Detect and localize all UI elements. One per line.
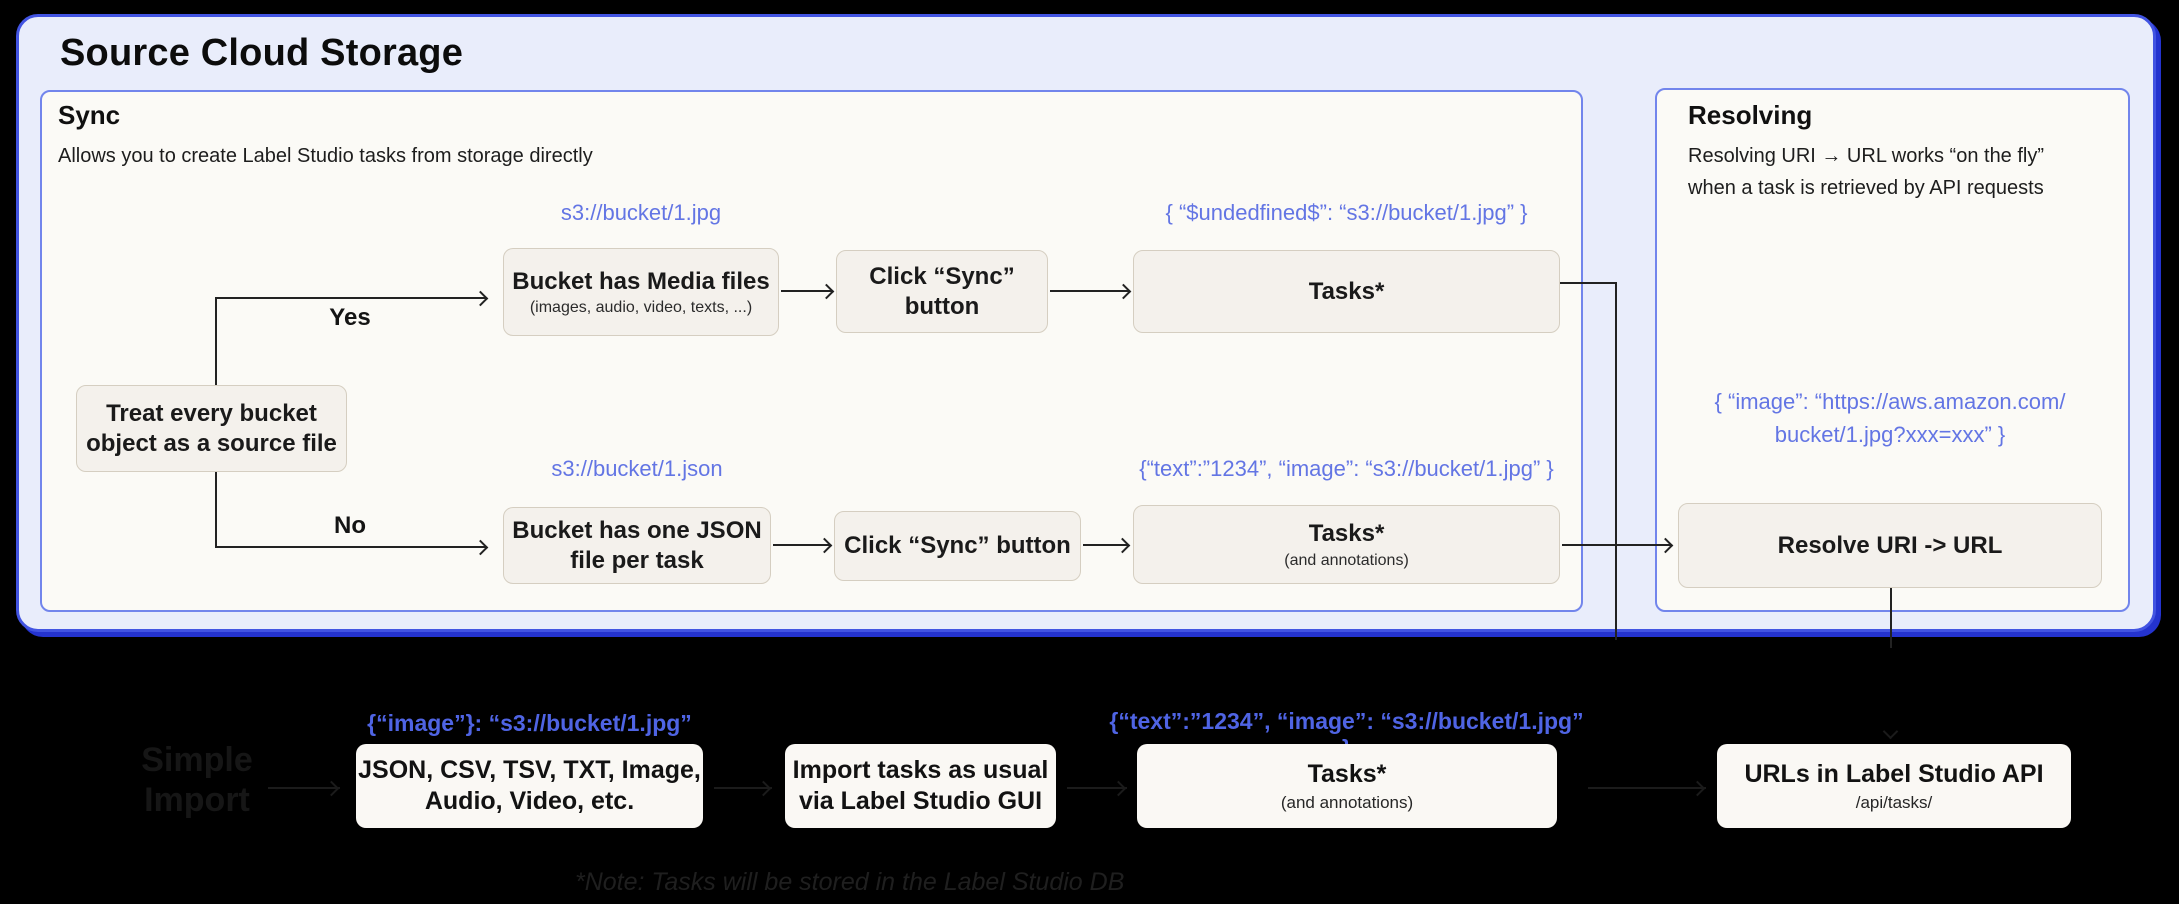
connector-no-vertical (215, 472, 217, 548)
resolve-uri-node: Resolve URI -> URL (1678, 503, 2102, 588)
connector-tasks1-elbow-vertical (1615, 282, 1617, 640)
sync-panel-subtitle: Allows you to create Label Studio tasks … (58, 145, 593, 167)
tasks-node-2-sub: (and annotations) (1284, 551, 1409, 569)
resolving-panel-subtitle: Resolving URI → URL works “on the fly” w… (1688, 145, 2045, 199)
import-1-arrowhead-icon (323, 780, 340, 797)
import-formats-node-label: JSON, CSV, TSV, TXT, Image, Audio, Video… (358, 755, 701, 815)
connector-resolve-down-vertical (1890, 588, 1892, 648)
page-title: Source Cloud Storage (60, 32, 464, 74)
import-formats-node: JSON, CSV, TSV, TXT, Image, Audio, Video… (356, 744, 703, 828)
import-json-label: {“image”}: “s3://bucket/1.jpg” (367, 710, 692, 736)
connector-import-3 (1067, 787, 1127, 789)
api-urls-node: URLs in Label Studio API /api/tasks/ (1717, 744, 2071, 828)
tasks-node-1: Tasks* (1133, 250, 1560, 333)
branch-label-no: No (334, 512, 366, 539)
uri-label-json: s3://bucket/1.json (551, 456, 723, 481)
media-files-node: Bucket has Media files (images, audio, v… (503, 248, 779, 336)
sync-button-node-2: Click “Sync” button (834, 511, 1081, 581)
import-4-arrowhead-icon (1689, 780, 1706, 797)
sync-button-node-1: Click “Sync” button (836, 250, 1048, 333)
gui-import-node-label: Import tasks as usual via Label Studio G… (792, 755, 1049, 815)
connector-yes-horizontal (215, 297, 487, 299)
connector-import-4 (1588, 787, 1706, 789)
tasks-node-3-title: Tasks* (1307, 760, 1387, 789)
api-urls-node-title: URLs in Label Studio API (1744, 760, 2044, 789)
resolved-json-label: { “image”: “https://aws.amazon.com/ buck… (1714, 389, 2066, 447)
sync-button-node-2-label: Click “Sync” button (844, 532, 1071, 560)
connector-json-to-sync (773, 544, 830, 546)
tasks-node-2: Tasks* (and annotations) (1133, 505, 1560, 584)
decision-node-label: Treat every bucket object as a source fi… (86, 400, 337, 457)
resolve-uri-node-label: Resolve URI -> URL (1777, 531, 2003, 559)
decision-node-treat-bucket-object: Treat every bucket object as a source fi… (76, 385, 347, 472)
connector-yes-vertical (215, 298, 217, 385)
connector-media-to-sync (781, 290, 832, 292)
tasks-json-label-3: {“text”:”1234”, “image”: “s3://bucket/1.… (1109, 708, 1584, 761)
connector-sync1-to-tasks1 (1050, 290, 1129, 292)
api-urls-node-sub: /api/tasks/ (1855, 792, 1933, 812)
sync-button-node-1-label: Click “Sync” button (869, 263, 1015, 320)
footnote: *Note: Tasks will be stored in the Label… (575, 868, 1125, 896)
tasks-node-1-title: Tasks* (1308, 277, 1385, 305)
tasks-node-2-title: Tasks* (1308, 520, 1385, 548)
import-3-arrowhead-icon (1110, 780, 1127, 797)
sync-panel-title: Sync (58, 100, 121, 130)
simple-import-label: Simple Import (141, 741, 253, 820)
tasks-node-3-sub: (and annotations) (1280, 792, 1414, 812)
uri-label-media: s3://bucket/1.jpg (560, 200, 722, 225)
tasks-json-label-2: {“text”:”1234”, “image”: “s3://bucket/1.… (1139, 456, 1554, 481)
json-per-task-node-title: Bucket has one JSON file per task (512, 517, 762, 574)
connector-no-horizontal (215, 546, 487, 548)
gui-import-node: Import tasks as usual via Label Studio G… (785, 744, 1056, 828)
media-files-node-sub: (images, audio, video, texts, ...) (529, 299, 753, 317)
resolve-down-arrowhead-icon (1882, 723, 1899, 740)
connector-import-2 (714, 787, 772, 789)
resolving-panel-title: Resolving (1688, 100, 1813, 130)
branch-label-yes: Yes (329, 304, 371, 331)
tasks-node-3: Tasks* (and annotations) (1137, 744, 1557, 828)
connector-sync2-to-tasks2 (1083, 544, 1129, 546)
import-2-arrowhead-icon (755, 780, 772, 797)
connector-tasks2-to-resolve (1562, 544, 1672, 546)
connector-tasks1-elbow-horizontal (1560, 282, 1617, 284)
media-files-node-title: Bucket has Media files (512, 267, 770, 295)
tasks-json-label-1: { “$undedfined$”: “s3://bucket/1.jpg” } (1165, 200, 1528, 225)
connector-import-1 (268, 787, 340, 789)
json-per-task-node: Bucket has one JSON file per task (503, 507, 771, 584)
